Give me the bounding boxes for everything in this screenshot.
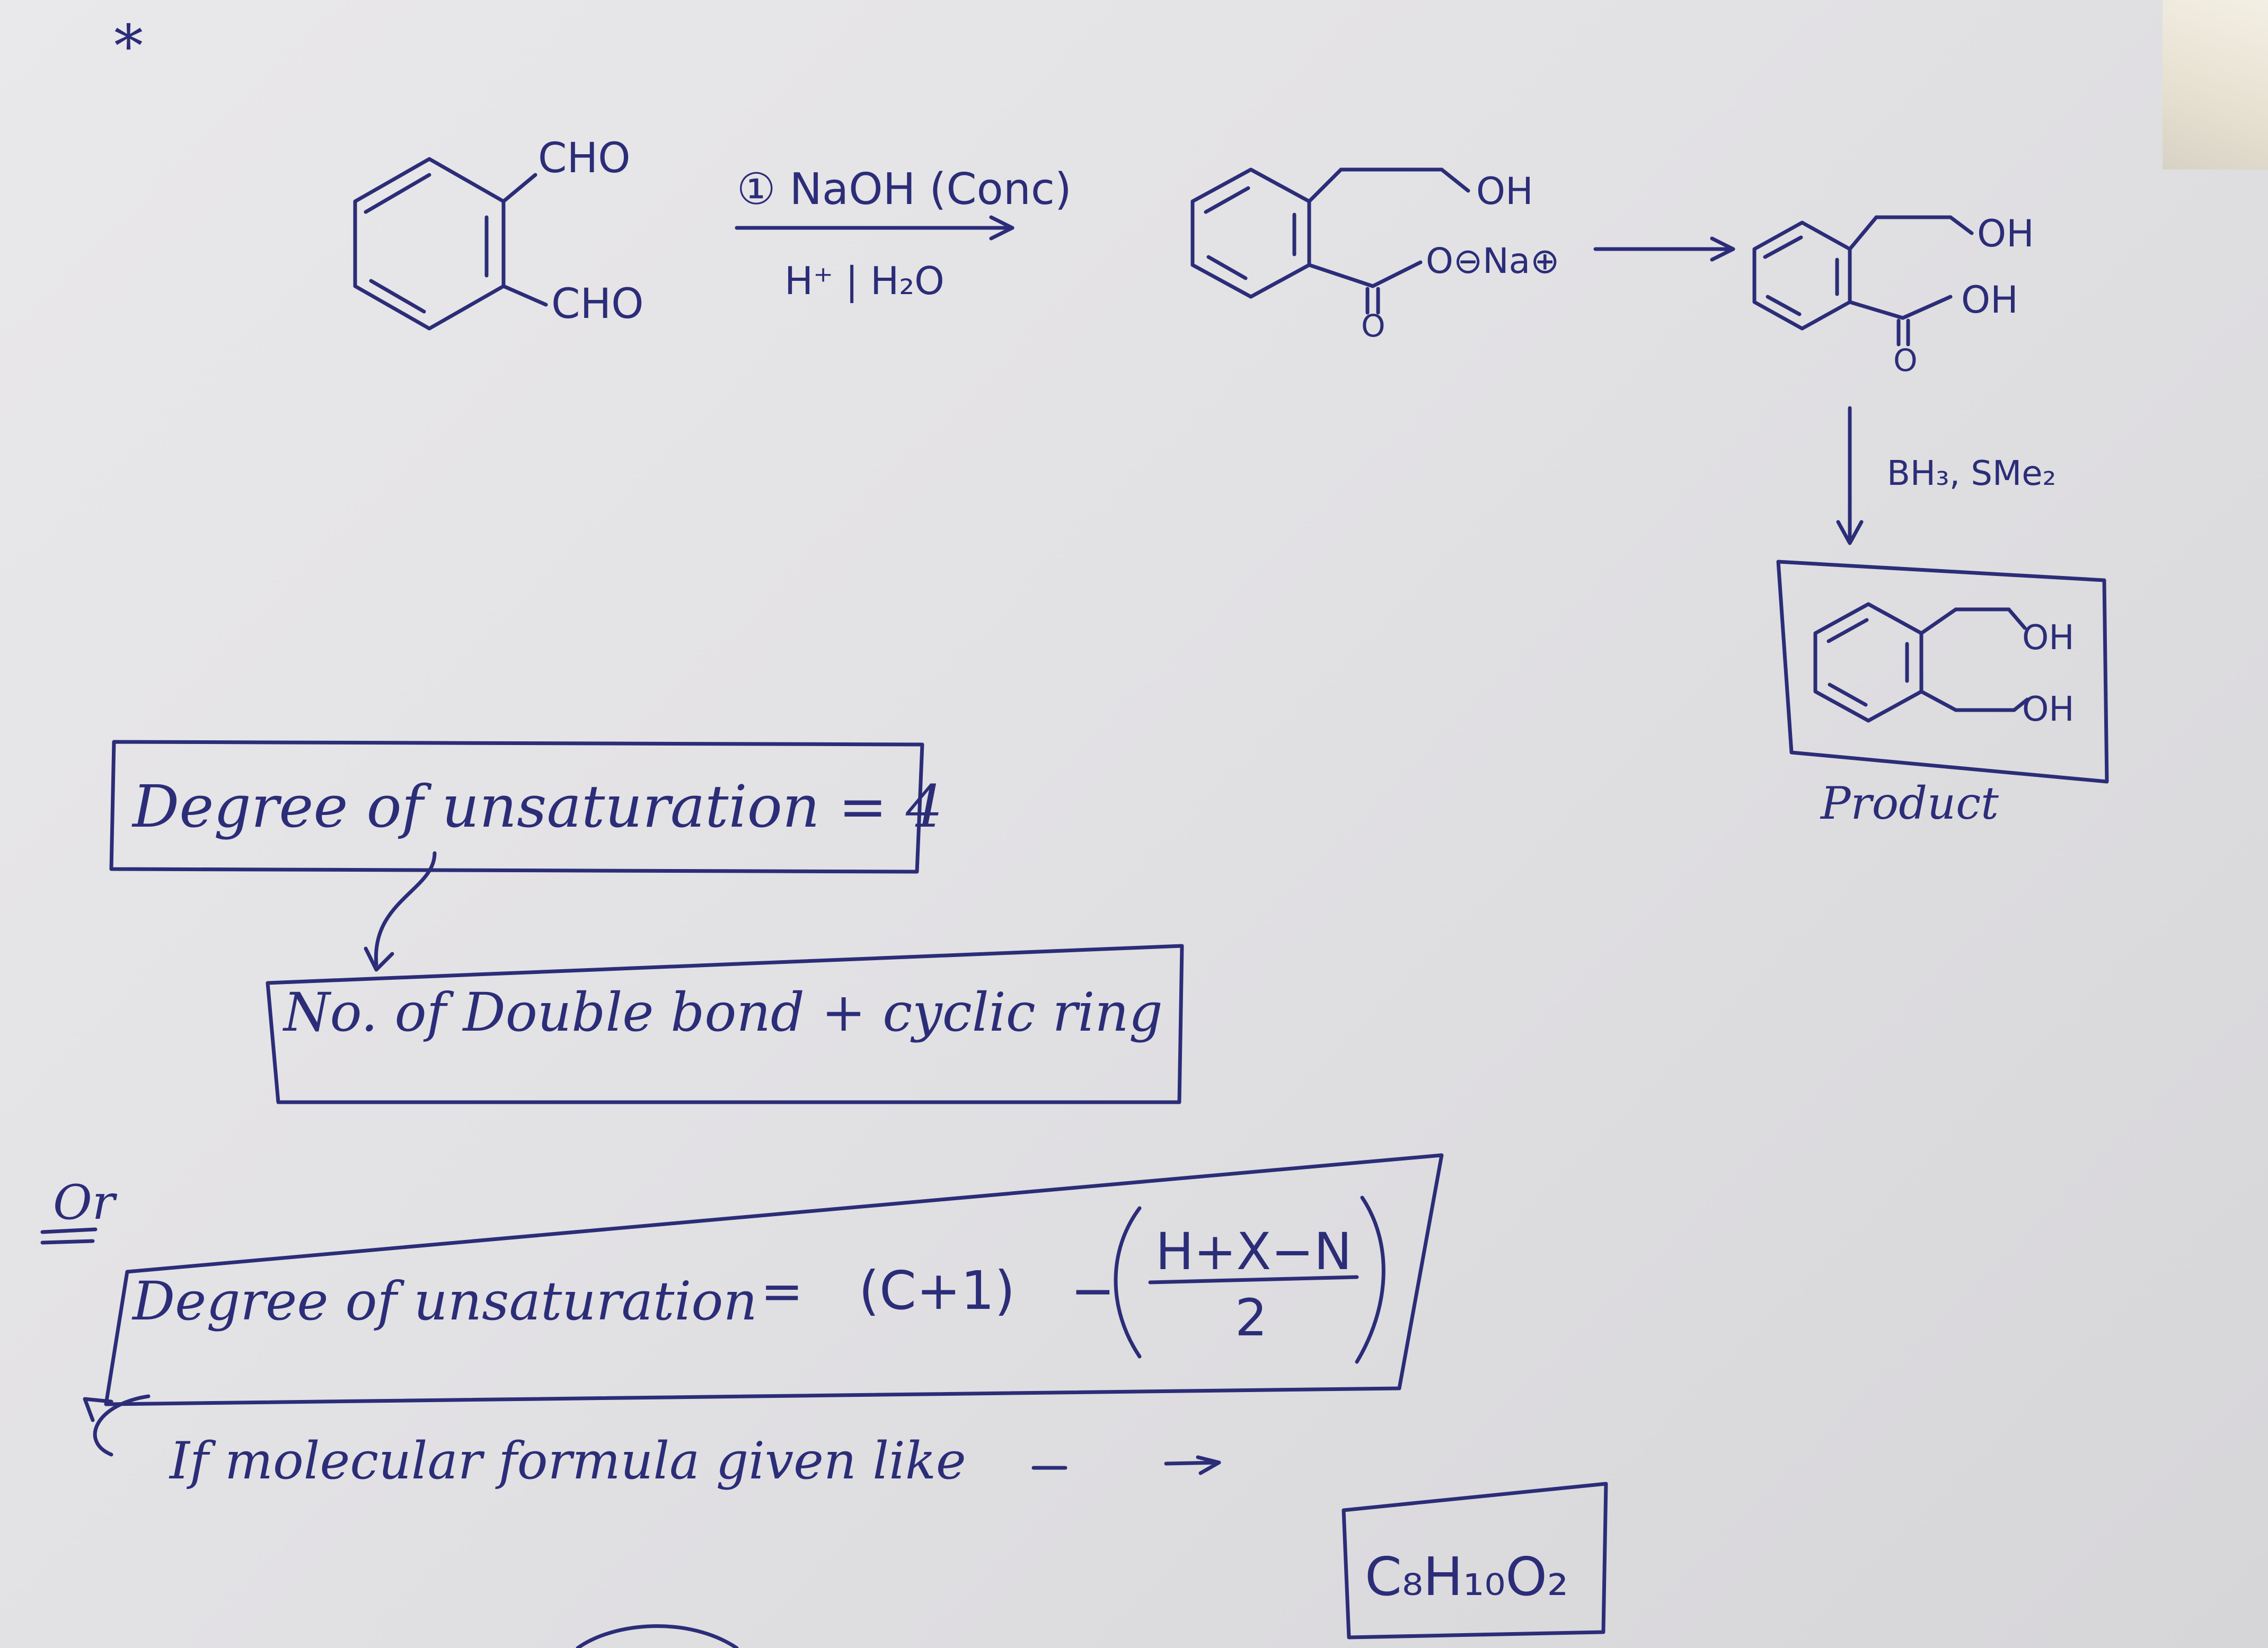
- intermediate1-carbonyl-o: O: [1361, 308, 1385, 344]
- formula-lhs: Degree of unsaturation: [131, 1270, 757, 1332]
- box-double-bond-cyclic-ring: [266, 944, 1184, 1104]
- formula-c-plus-one: (C+1): [859, 1260, 1015, 1322]
- step2-reagent: BH₃, SMe₂: [1887, 454, 2056, 493]
- product-box: OH OH: [1776, 560, 2109, 784]
- formula-box: Degree of unsaturation = (C+1) − H+X−N 2: [104, 1153, 1444, 1406]
- intermediate1-benzene-ring: [1190, 167, 1311, 299]
- box-degree-of-unsaturation: [109, 740, 924, 874]
- intermediate2-structure: OH OH O: [1752, 212, 2034, 378]
- formula-denominator: 2: [1235, 1288, 1267, 1348]
- intermediate2-top-oh: OH: [1977, 212, 2034, 255]
- if-pointer-arrow: [93, 1394, 151, 1457]
- intermediate2-acid-oh: OH: [1961, 278, 2018, 322]
- pointer-arrowhead: [364, 946, 394, 972]
- product-label: Product: [1820, 777, 1999, 829]
- molecular-formula-box: [1342, 1482, 1608, 1640]
- step1-reagent-top: ① NaOH (Conc): [737, 164, 1072, 215]
- formula-numerator: H+X−N: [1155, 1222, 1352, 1281]
- formula-left-paren: [1114, 1206, 1142, 1359]
- product-top-oh: OH: [2022, 618, 2075, 658]
- intermediate1-structure: OH O⊖Na⊕ O: [1190, 167, 1559, 344]
- reactant-benzene-ring: [353, 157, 506, 331]
- if-molecular-formula-text: If molecular formula given like: [169, 1431, 966, 1491]
- adjacent-page-corner: [2163, 0, 2268, 170]
- intermediate2-carbonyl-o: O: [1893, 342, 1918, 378]
- formula-equals: =: [761, 1262, 803, 1321]
- pointer-arrow: [374, 851, 437, 967]
- step1-reagent-bottom: H⁺ | H₂O: [784, 259, 945, 304]
- step1-arrowhead: [989, 215, 1014, 241]
- like-arrowhead: [1196, 1455, 1221, 1475]
- if-pointer-arrowhead: [83, 1397, 113, 1422]
- step-arrow-acidify-head: [1710, 236, 1735, 262]
- molecular-formula: C₈H₁₀O₂: [1365, 1546, 1568, 1608]
- reactant-bottom-cho: CHO: [551, 280, 644, 328]
- star-marker: *: [114, 12, 143, 80]
- double-bond-cyclic-ring-text: No. of Double bond + cyclic ring: [283, 981, 1163, 1043]
- intermediate1-carboxylate: O⊖Na⊕: [1426, 241, 1559, 281]
- or-label: Or: [53, 1175, 118, 1230]
- reactant-top-cho: CHO: [538, 135, 631, 182]
- degree-of-unsaturation-value: Degree of unsaturation = 4: [131, 773, 943, 840]
- product-bottom-oh: OH: [2022, 690, 2075, 729]
- or-underline: [40, 1227, 98, 1234]
- formula-fraction-bar: [1148, 1275, 1359, 1284]
- step2-arrowhead: [1836, 520, 1864, 545]
- intermediate1-top-oh: OH: [1476, 170, 1533, 213]
- formula-right-paren: [1355, 1195, 1385, 1364]
- partial-stroke-bottom: [576, 1624, 739, 1648]
- formula-minus: −: [1071, 1260, 1115, 1322]
- reactant-structure: CHO CHO: [353, 135, 644, 331]
